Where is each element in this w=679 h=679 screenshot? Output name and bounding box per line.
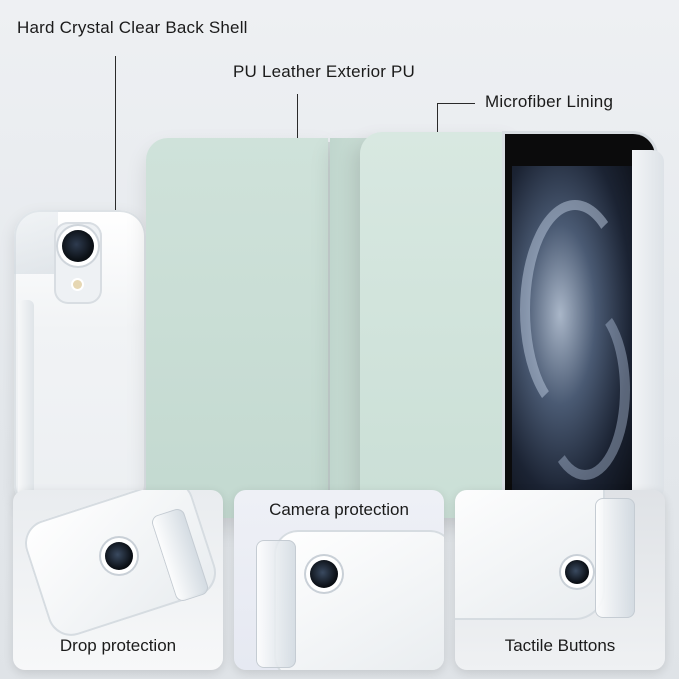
inset-case — [274, 530, 444, 670]
inset-label: Drop protection — [59, 636, 177, 655]
inset-label: Camera protection — [269, 500, 409, 519]
camera-lens-icon — [565, 560, 589, 584]
camera-flash-icon — [73, 280, 82, 289]
leader-lining-h — [437, 103, 475, 104]
inset-drop-protection: Drop protection — [13, 490, 223, 670]
inset-camera-protection: Camera protection — [234, 490, 444, 670]
corner-bumper — [595, 498, 635, 618]
shell-corner-bumper — [14, 210, 58, 274]
pencil-holder — [18, 300, 34, 500]
corner-bumper — [256, 540, 296, 668]
leader-back-shell — [115, 56, 116, 232]
label-lining: Microfiber Lining — [485, 92, 614, 111]
camera-lens-icon — [62, 230, 94, 262]
inset-label: Tactile Buttons — [504, 636, 616, 655]
label-back-shell: Hard Crystal Clear Back Shell — [17, 18, 248, 37]
clear-edge-bumper — [632, 150, 664, 500]
folio-seam — [328, 142, 330, 512]
folio-panel-front — [146, 138, 328, 518]
wallpaper-swirl — [520, 200, 630, 420]
label-exterior: PU Leather Exterior PU — [233, 62, 416, 81]
inset-tactile-buttons: Tactile Buttons — [455, 490, 665, 670]
inset-case — [455, 490, 605, 620]
camera-lens-icon — [310, 560, 338, 588]
folio-panel-inner — [360, 132, 515, 518]
wallpaper-swirl-2 — [540, 300, 630, 480]
camera-lens-icon — [105, 542, 133, 570]
